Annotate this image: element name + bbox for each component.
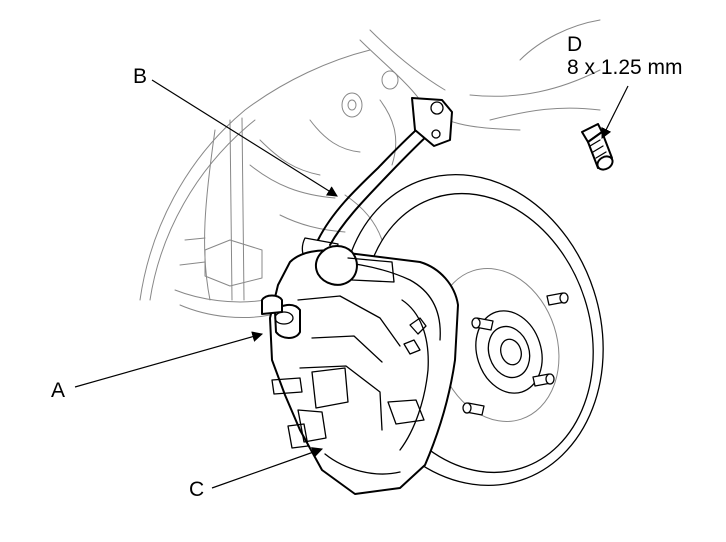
bolt-size-spec: 8 x 1.25 mm [567,56,683,79]
leader-line-c [211,447,324,489]
leader-line-d [601,85,629,139]
brake-hose [301,97,453,267]
leader-line-a [74,331,264,388]
callout-c-label: C [189,478,205,501]
wheel-studs [462,292,569,416]
callout-a-label: A [51,379,66,402]
leader-line-b [151,79,338,197]
bolt-d [581,123,614,171]
callout-b-label: B [133,65,148,88]
brake-caliper [261,245,459,495]
callout-d-label: D [567,33,583,56]
